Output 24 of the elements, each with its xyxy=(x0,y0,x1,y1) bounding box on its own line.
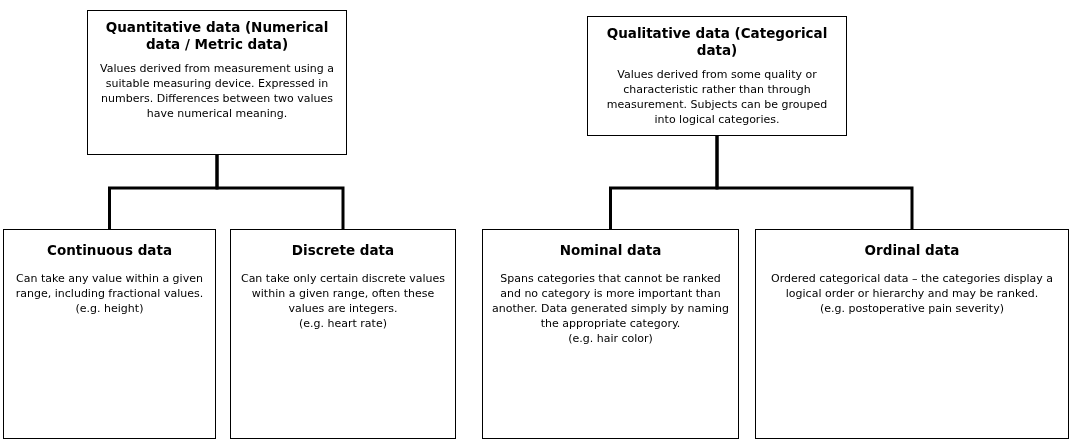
connector-line xyxy=(215,155,345,229)
example-text: (e.g. height) xyxy=(75,301,144,316)
category-box xyxy=(482,229,739,439)
description-text: Can take only certain discrete values within a given range, often these values are integers. xyxy=(239,271,447,316)
description-text: Ordered categorical data – the categories display a logical order or hierarchy and may be ranked. xyxy=(769,271,1054,301)
box-heading: Nominal data xyxy=(559,242,662,259)
box-heading: Continuous data xyxy=(46,242,173,259)
description-text: Can take any value within a given range, including fractional values. xyxy=(14,271,205,301)
box-heading: Discrete data xyxy=(291,242,395,259)
box-heading: Ordinal data xyxy=(864,242,960,259)
category-box xyxy=(87,10,347,155)
category-box xyxy=(587,16,847,136)
category-box xyxy=(755,229,1069,439)
box-heading: Qualitative data (Categorical data) xyxy=(605,25,829,59)
category-box xyxy=(230,229,456,439)
description-text: Spans categories that cannot be ranked and no category is more important than another. Data generated simply by naming the appropriate category. xyxy=(491,271,730,331)
example-text: (e.g. hair color) xyxy=(568,331,653,346)
description-text: Values derived from measurement using a suitable measuring device. Expressed in numbers. Differences between two values have numerical meaning. xyxy=(99,61,335,121)
example-text: (e.g. heart rate) xyxy=(299,316,387,331)
box-heading: Quantitative data (Numerical data / Metric data) xyxy=(104,19,330,53)
category-box xyxy=(3,229,216,439)
description-text: Values derived from some quality or characteristic rather than through measurement. Subjects can be grouped into logical categories. xyxy=(605,67,829,127)
example-text: (e.g. postoperative pain severity) xyxy=(820,301,1004,316)
connector-line xyxy=(715,136,914,229)
